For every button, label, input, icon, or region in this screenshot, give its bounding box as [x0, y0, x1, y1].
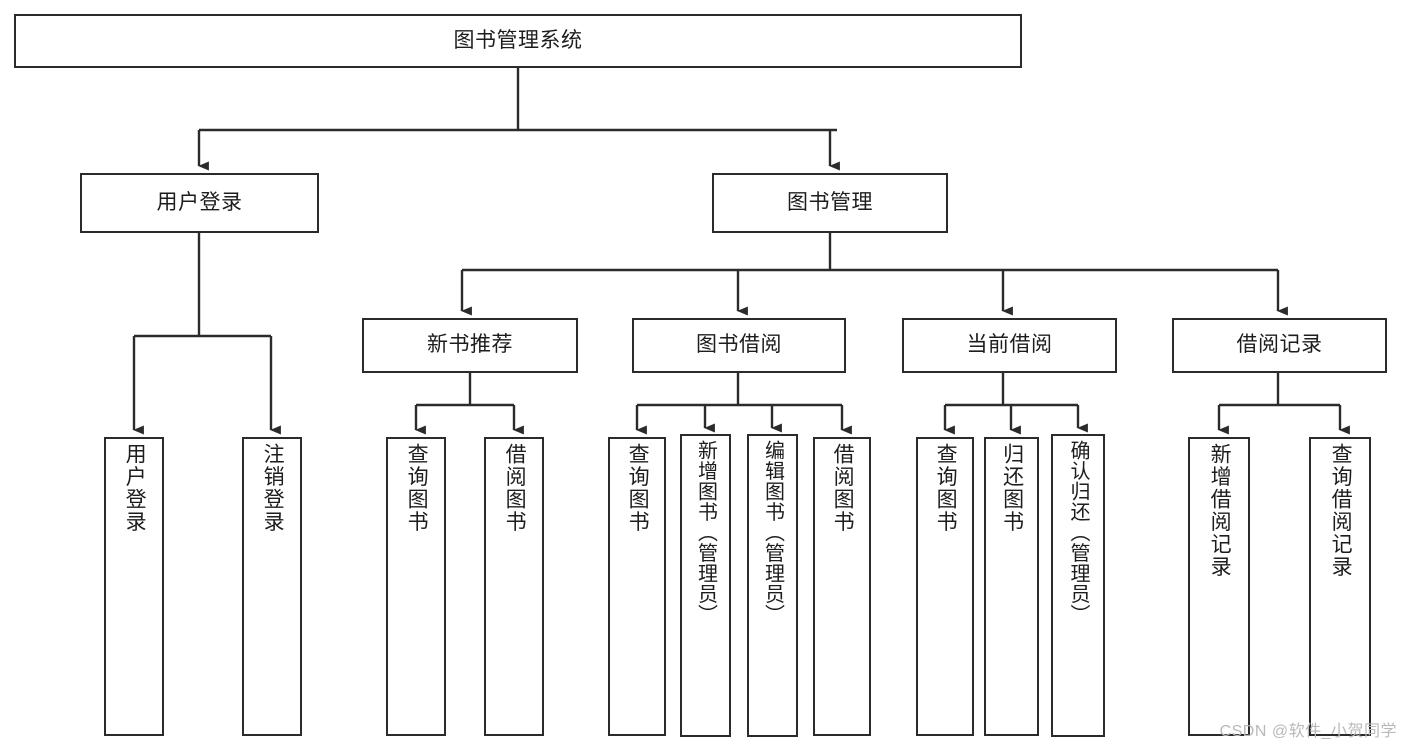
leaf-borrow-book-recommend[interactable]: 借阅图书 — [484, 437, 544, 736]
leaf-logout-label: 注销登录 — [261, 443, 285, 533]
leaf-query-borrow-record[interactable]: 查询借阅记录 — [1309, 437, 1371, 736]
leaf-lend-book[interactable]: 借阅图书 — [813, 437, 871, 736]
node-current-borrow[interactable]: 当前借阅 — [902, 318, 1117, 373]
leaf-add-book-admin[interactable]: 新增图书（管理员） — [680, 434, 731, 737]
leaf-user-login-label: 用户登录 — [123, 443, 147, 533]
node-new-book-recommend[interactable]: 新书推荐 — [362, 318, 578, 373]
node-borrow-records[interactable]: 借阅记录 — [1172, 318, 1387, 373]
leaf-add-borrow-record-label: 新增借阅记录 — [1208, 443, 1232, 578]
node-book-management[interactable]: 图书管理 — [712, 173, 948, 233]
leaf-query-book-recommend[interactable]: 查询图书 — [386, 437, 446, 736]
leaf-logout[interactable]: 注销登录 — [242, 437, 302, 736]
node-root-label: 图书管理系统 — [453, 28, 583, 52]
csdn-watermark: CSDN @软件_小贺同学 — [1219, 723, 1397, 740]
leaf-edit-book-admin-label: 编辑图书（管理员） — [761, 440, 784, 625]
leaf-user-login[interactable]: 用户登录 — [104, 437, 164, 736]
leaf-add-borrow-record[interactable]: 新增借阅记录 — [1188, 437, 1250, 736]
node-current-borrow-label: 当前借阅 — [966, 333, 1053, 357]
leaf-query-book-recommend-label: 查询图书 — [405, 443, 429, 533]
leaf-edit-book-admin[interactable]: 编辑图书（管理员） — [747, 434, 798, 737]
node-book-borrow[interactable]: 图书借阅 — [632, 318, 846, 373]
leaf-confirm-return-admin-label: 确认归还（管理员） — [1067, 440, 1089, 625]
node-root[interactable]: 图书管理系统 — [14, 14, 1022, 68]
node-book-management-label: 图书管理 — [787, 190, 873, 214]
leaf-query-borrow-record-label: 查询借阅记录 — [1329, 443, 1353, 578]
node-book-borrow-label: 图书借阅 — [696, 333, 782, 357]
leaf-return-book-label: 归还图书 — [1000, 443, 1024, 533]
leaf-query-book-current[interactable]: 查询图书 — [916, 437, 974, 736]
leaf-query-book-borrow[interactable]: 查询图书 — [608, 437, 666, 736]
leaf-borrow-book-recommend-label: 借阅图书 — [503, 443, 527, 533]
leaf-query-book-borrow-label: 查询图书 — [626, 443, 650, 533]
node-borrow-records-label: 借阅记录 — [1236, 333, 1323, 357]
node-new-book-recommend-label: 新书推荐 — [427, 333, 513, 357]
leaf-query-book-current-label: 查询图书 — [934, 443, 958, 533]
leaf-lend-book-label: 借阅图书 — [831, 443, 855, 533]
leaf-return-book[interactable]: 归还图书 — [984, 437, 1039, 736]
node-user-login[interactable]: 用户登录 — [80, 173, 319, 233]
leaf-confirm-return-admin[interactable]: 确认归还（管理员） — [1051, 434, 1105, 737]
node-user-login-label: 用户登录 — [156, 190, 243, 214]
leaf-add-book-admin-label: 新增图书（管理员） — [694, 440, 717, 625]
